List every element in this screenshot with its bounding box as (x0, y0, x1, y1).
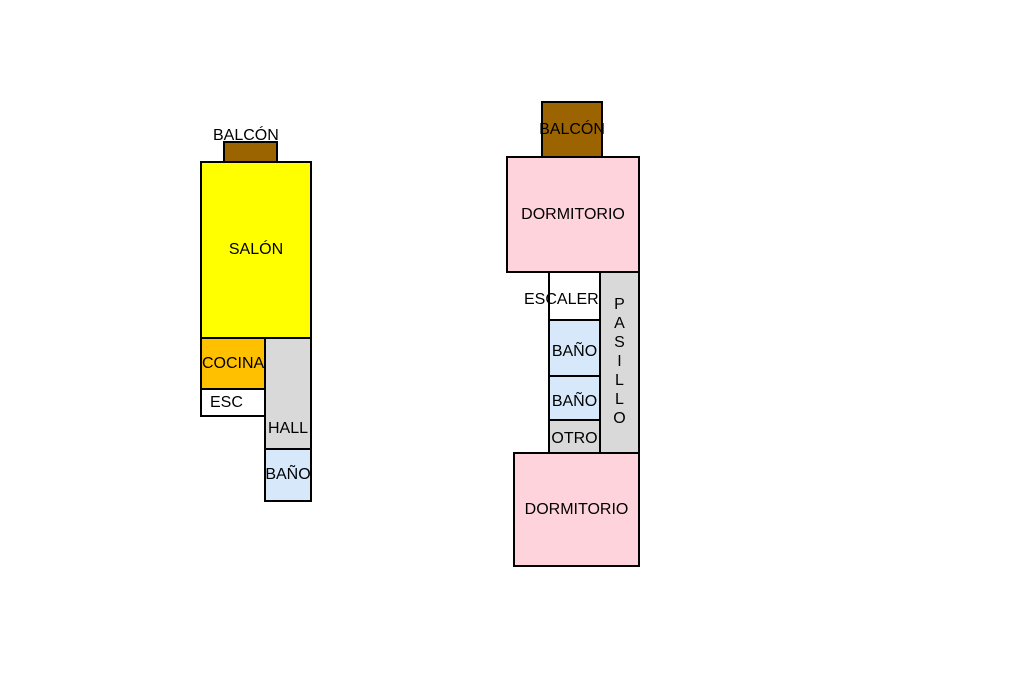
pasillo-label: PASILLO (611, 296, 628, 429)
balcony-label-left: BALCÓN (213, 127, 279, 144)
room-hall: HALL (264, 337, 312, 450)
room-pasillo: PASILLO (599, 271, 640, 454)
balcony-right: BALCÓN (539, 101, 605, 158)
room-esc: ESC (200, 388, 266, 417)
balcony-left (223, 141, 278, 163)
room-dormitorio-top: DORMITORIO (506, 156, 640, 273)
room-bano-2: BAÑO (548, 375, 601, 421)
room-bano-1: BAÑO (548, 319, 601, 377)
room-dormitorio-bottom: DORMITORIO (513, 452, 640, 567)
room-bano-left: BAÑO (264, 448, 312, 502)
room-cocina: COCINA (200, 337, 266, 390)
room-otro: OTRO (548, 419, 601, 454)
escalera-label: ESCALERA (524, 291, 610, 308)
room-salon: SALÓN (200, 161, 312, 339)
